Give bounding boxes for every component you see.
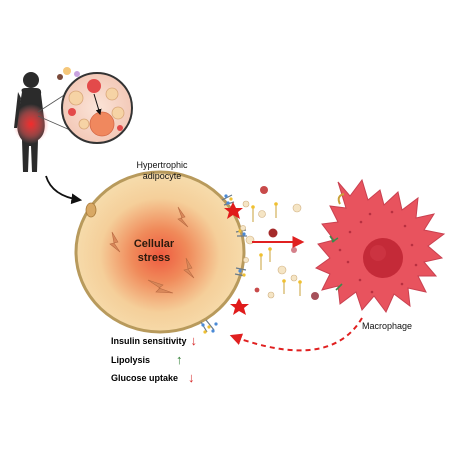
magnifier-icon xyxy=(61,72,133,144)
magnifier-connector xyxy=(37,115,71,131)
feedback-arrow-dashed xyxy=(229,317,363,352)
effect-lipolysis: Lipolysis ↑ xyxy=(111,352,183,367)
adipocyte-cell xyxy=(74,170,246,334)
down-arrow-icon: ↓ xyxy=(190,333,198,348)
adipocyte-label-line1: Hypertrophic xyxy=(136,160,188,170)
receptor-icon xyxy=(200,194,247,333)
stress-label-line2: stress xyxy=(137,252,171,264)
receptor-icon xyxy=(201,194,246,334)
cytokine-icon xyxy=(240,186,319,300)
effect-label: Glucose uptake xyxy=(111,373,179,383)
cellular-stress-label: Cellular stress xyxy=(112,237,196,265)
effect-label: Insulin sensitivity xyxy=(111,336,187,346)
macrophage-icon xyxy=(314,178,446,313)
adipocyte-label: Hypertrophic adipocyte xyxy=(112,160,212,182)
lightning-bolt-icon xyxy=(109,206,195,294)
flow-arrow-person-to-adipocyte xyxy=(45,175,83,205)
person-icon xyxy=(13,72,49,172)
stress-label-line1: Cellular xyxy=(133,238,175,250)
ligand-icon xyxy=(251,202,302,296)
up-arrow-icon: ↑ xyxy=(176,352,183,367)
effect-glucose-uptake: Glucose uptake ↓ xyxy=(111,370,195,385)
effect-label: Lipolysis xyxy=(111,355,151,365)
macrophage-label: Macrophage xyxy=(362,321,413,331)
effect-insulin-sensitivity: Insulin sensitivity ↓ xyxy=(111,333,198,348)
adipocyte-label-line2: adipocyte xyxy=(142,171,182,181)
cytokine-icon xyxy=(224,202,249,315)
down-arrow-icon: ↓ xyxy=(188,370,195,385)
